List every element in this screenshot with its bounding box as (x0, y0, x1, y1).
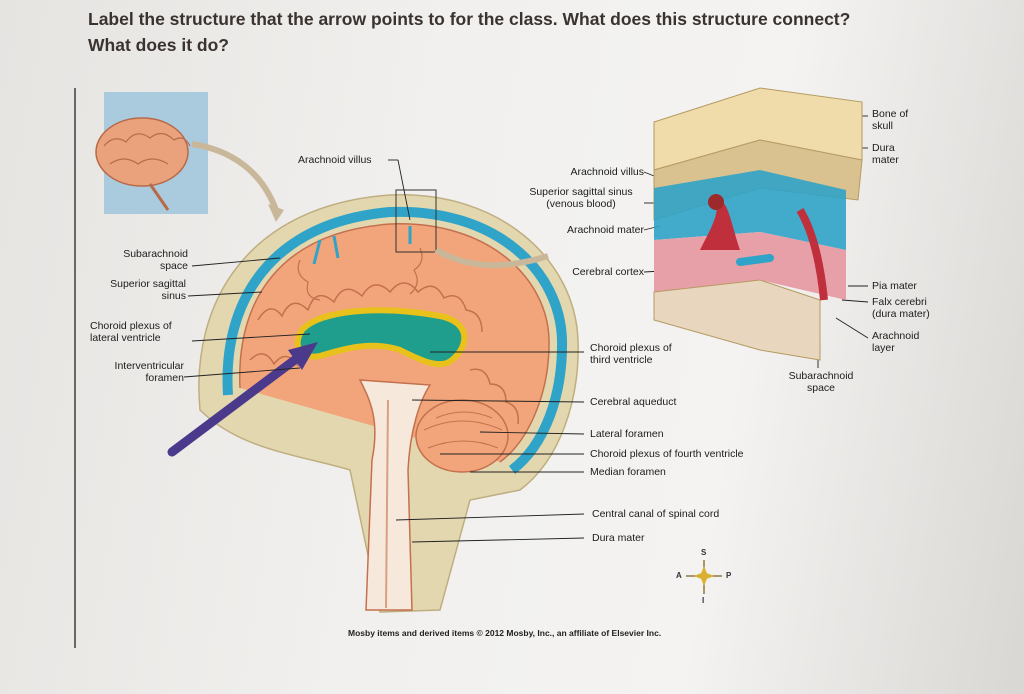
label-central-canal: Central canal of spinal cord (592, 508, 720, 520)
label-arachnoid-villus-top: Arachnoid villus (298, 154, 372, 166)
left-border-line (74, 88, 76, 648)
label-pia-mater: Pia mater (872, 280, 917, 292)
question-line-2: What does it do? (88, 35, 229, 55)
label-superior-sagittal-sinus-venous: Superior sagittal sinus(venous blood) (529, 186, 633, 210)
question-line-1: Label the structure that the arrow point… (88, 9, 851, 29)
compass-inferior: I (702, 596, 705, 605)
label-falx-cerebri: Falx cerebri(dura mater) (872, 296, 930, 320)
brain-thumbnail (95, 92, 208, 214)
compass-superior: S (701, 548, 707, 557)
label-choroid-plexus-fourth-ventricle: Choroid plexus of fourth ventricle (590, 448, 744, 460)
label-median-foramen: Median foramen (590, 466, 666, 478)
meninges-inset-block (653, 87, 863, 361)
inset-callout-arrow (434, 247, 549, 269)
label-arachnoid-villus-inset: Arachnoid villus (570, 166, 644, 178)
compass-posterior: P (726, 571, 732, 580)
label-cerebral-aqueduct: Cerebral aqueduct (590, 396, 677, 408)
label-dura-mater-spinal: Dura mater (592, 532, 645, 544)
compass-rose (686, 560, 722, 594)
question-text: Label the structure that the arrow point… (88, 6, 908, 58)
target-pointer-arrow (167, 342, 318, 457)
compass-anterior: A (676, 571, 682, 580)
label-cerebral-cortex: Cerebral cortex (572, 266, 644, 278)
label-arachnoid-mater: Arachnoid mater (566, 224, 644, 236)
label-lateral-foramen: Lateral foramen (590, 428, 664, 440)
head-sagittal-section (198, 189, 579, 613)
copyright-credit: Mosby items and derived items © 2012 Mos… (348, 628, 662, 638)
thumbnail-pointer-arrow (191, 141, 279, 212)
